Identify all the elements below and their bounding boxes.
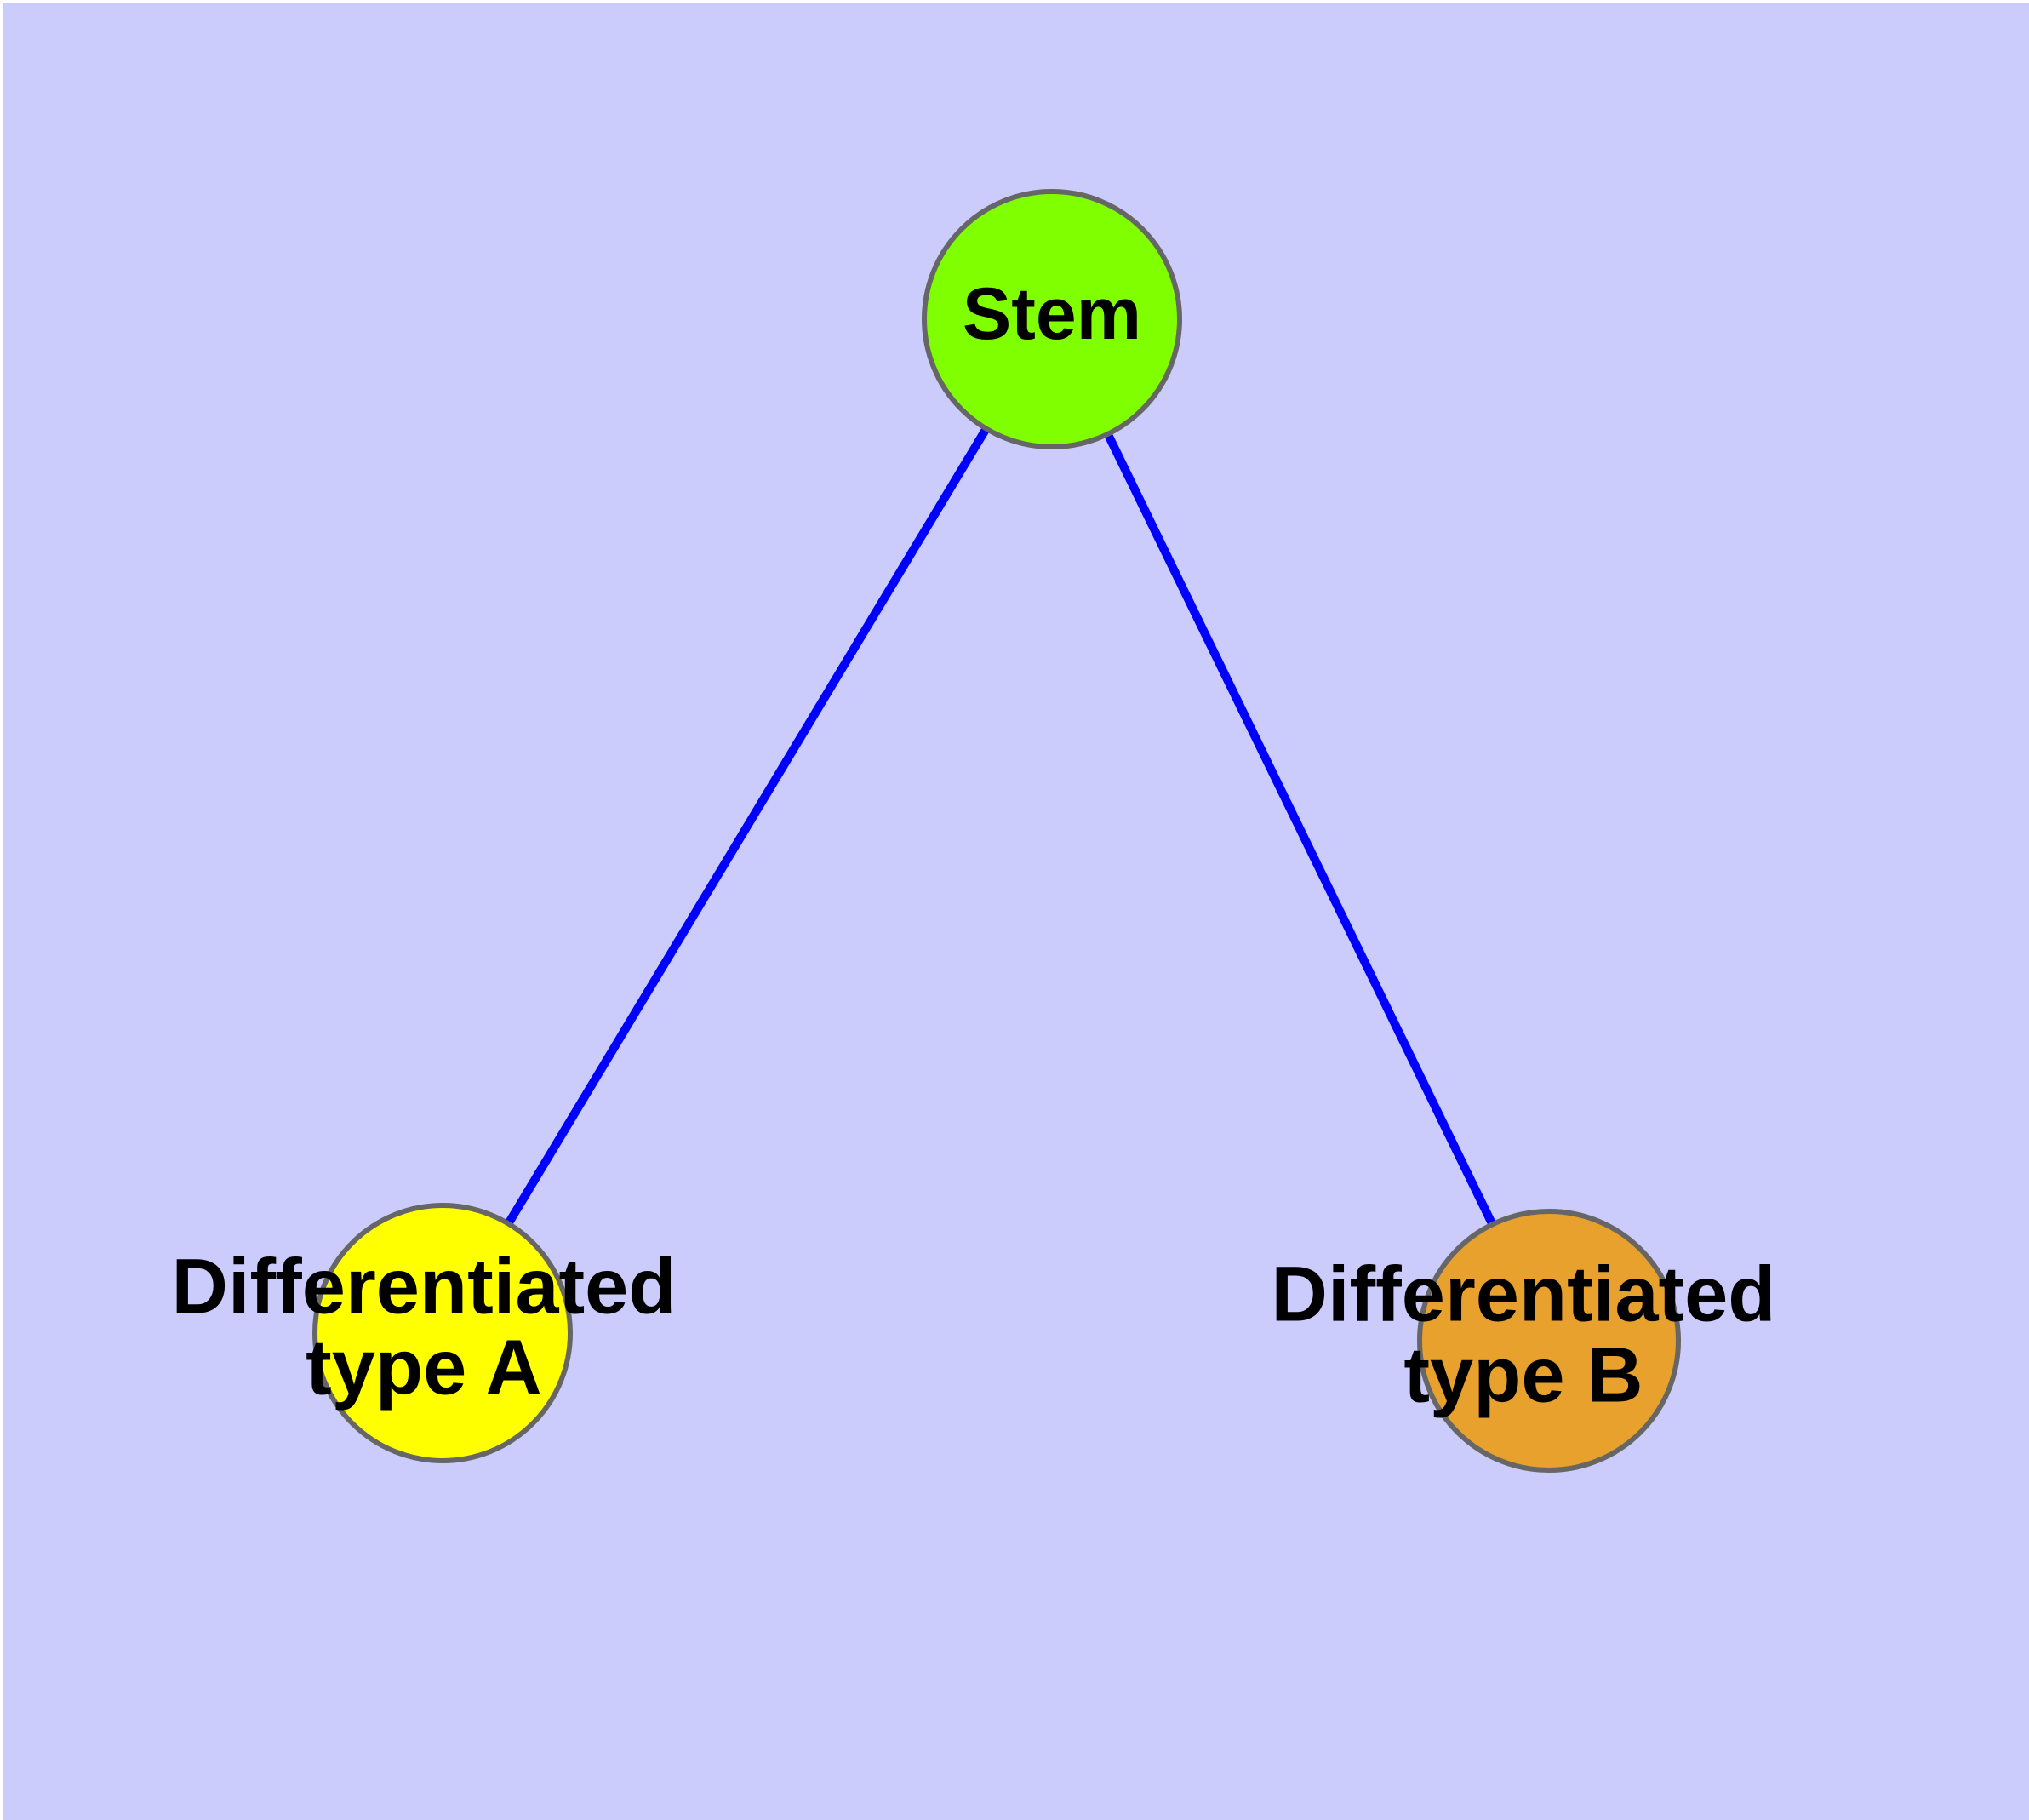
node-circle-diff_b[interactable] [1417, 1209, 1681, 1473]
graph-edge-stem-to-diff_b [1101, 427, 1499, 1231]
graph-node-stem[interactable]: Stem [922, 189, 1182, 449]
node-label-line: Stem [963, 273, 1141, 355]
node-label-line: type B [1403, 1332, 1643, 1419]
graph-edge-stem-to-diff_a [501, 421, 993, 1231]
node-circle-stem[interactable] [922, 189, 1182, 449]
node-label-line: Differentiated [1272, 1251, 1776, 1338]
edges-layer [501, 421, 1499, 1231]
node-label-line: type A [306, 1325, 542, 1411]
node-label-stem: Stem [963, 273, 1141, 355]
node-label-line: Differentiated [172, 1244, 677, 1331]
node-circle-diff_a[interactable] [312, 1203, 573, 1463]
